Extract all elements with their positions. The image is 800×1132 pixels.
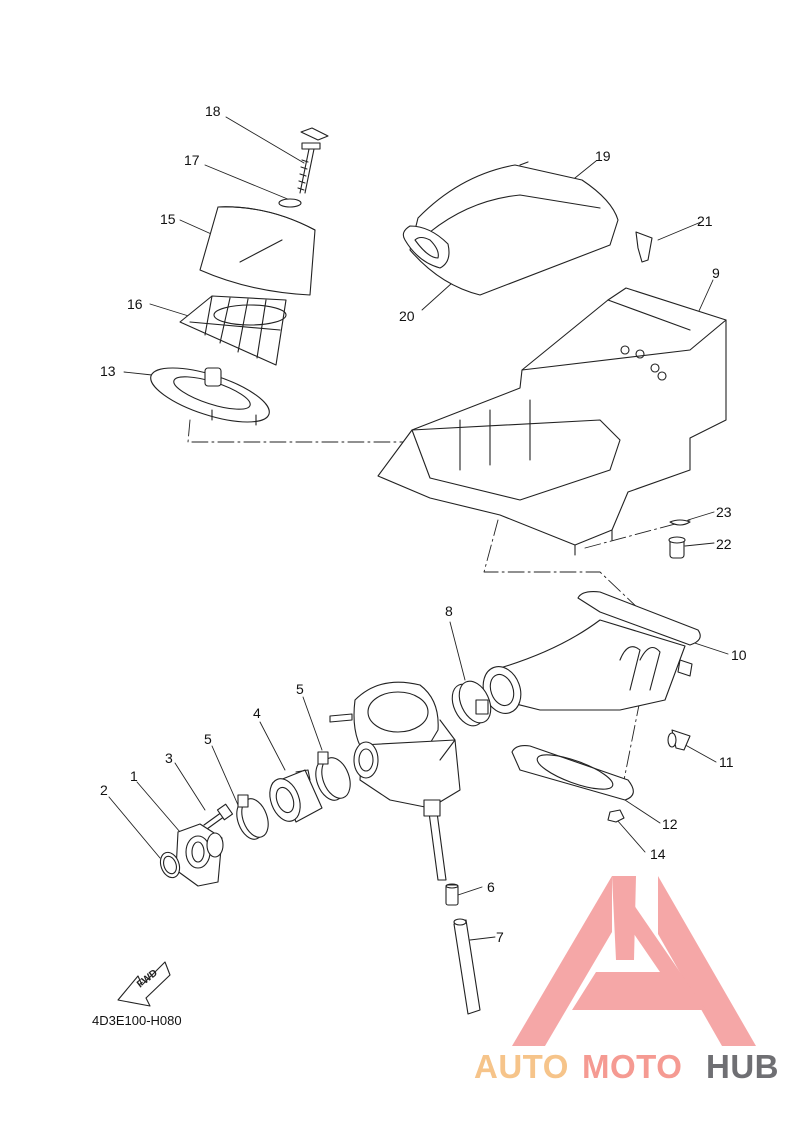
watermark-moto: MOTO [582, 1048, 683, 1085]
callout-12: 12 [662, 816, 678, 832]
callout-22: 22 [716, 536, 732, 552]
callout-4: 4 [253, 705, 261, 721]
part-2-o-ring [159, 851, 181, 879]
callout-11: 11 [719, 754, 734, 770]
part-1-manifold [175, 823, 224, 887]
callout-18: 18 [205, 103, 221, 119]
part-16-filter-cage [179, 295, 287, 366]
part-12-gasket [511, 745, 634, 801]
callout-3: 3 [165, 750, 173, 766]
part-7-hose [453, 918, 481, 1015]
callout-23: 23 [716, 504, 732, 520]
part-21-clip [635, 231, 653, 263]
callout-9: 9 [712, 265, 720, 281]
part-15-filter-element [199, 206, 316, 296]
watermark-hub: HUB [706, 1048, 779, 1085]
logo-right-triangle [658, 876, 756, 1046]
callout-5-left: 5 [204, 731, 212, 747]
fwd-arrow-icon [117, 961, 171, 1007]
part-19-airbox-lid [402, 161, 619, 296]
callout-17: 17 [184, 152, 200, 168]
part-13-base-plate [150, 367, 270, 426]
logo-inner-arrow [572, 905, 706, 1010]
logo-m-center [612, 876, 636, 960]
part-4-intake-joint [269, 769, 323, 823]
callout-20: 20 [399, 308, 415, 324]
callout-7: 7 [496, 929, 504, 945]
callout-19: 19 [595, 148, 611, 164]
callout-8: 8 [445, 603, 453, 619]
part-10-joint-duct [482, 591, 701, 714]
part-3-bolt [203, 803, 234, 830]
part-17-washer [278, 198, 302, 208]
part-22-drain-cap [668, 536, 686, 559]
logo-left-triangle [512, 876, 612, 1046]
callout-15: 15 [160, 211, 176, 227]
drawing-code: 4D3E100-H080 [92, 1013, 182, 1028]
callout-1: 1 [130, 768, 138, 784]
callout-14: 14 [650, 846, 666, 862]
callout-5-right: 5 [296, 681, 304, 697]
part-18-wing-bolt [297, 127, 329, 194]
callout-2: 2 [100, 782, 108, 798]
part-14-nut [607, 809, 625, 823]
part-11-elbow [667, 729, 691, 751]
callout-16: 16 [127, 296, 143, 312]
watermark-logo-shape [512, 876, 756, 1046]
callout-10: 10 [731, 647, 747, 663]
part-8-clamp [451, 680, 492, 727]
part-6-fitting [445, 883, 459, 906]
callout-6: 6 [487, 879, 495, 895]
part-5-clamp-left [236, 794, 269, 840]
part-9-airbox-body [377, 287, 727, 556]
part-23-clamp [669, 519, 691, 526]
part-5-clamp-right [315, 751, 351, 801]
callout-21: 21 [697, 213, 713, 229]
callout-13: 13 [100, 363, 116, 379]
carburetor-assembly [329, 681, 461, 881]
watermark-auto: AUTO [474, 1048, 569, 1085]
